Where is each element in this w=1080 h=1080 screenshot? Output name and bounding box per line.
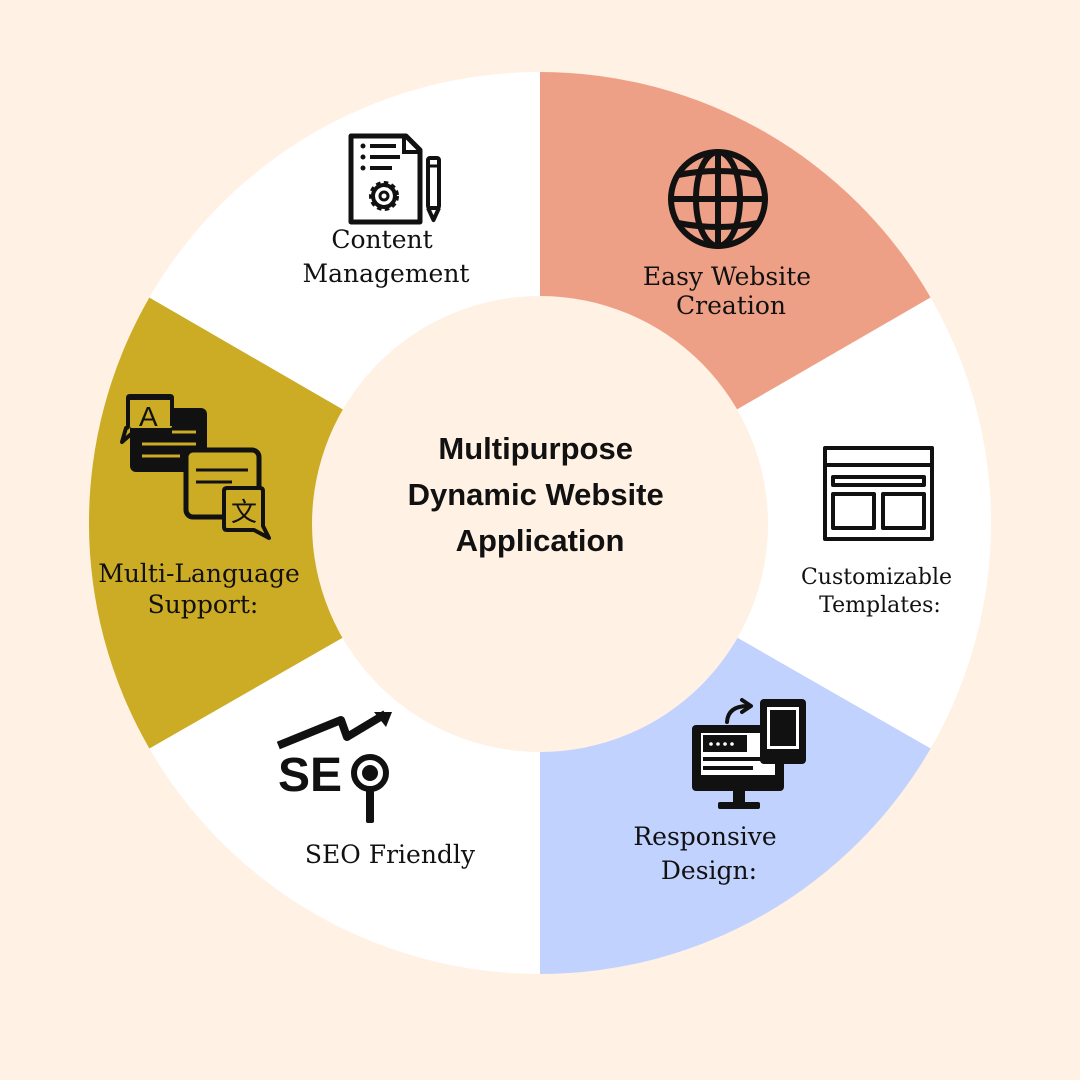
seo-icon: SE [276,710,392,823]
segment-customizable-templates [737,297,992,749]
svg-text:A: A [139,401,158,432]
svg-text:文: 文 [231,498,257,528]
template-layout-icon [823,446,934,541]
title-line-3: Application [456,523,625,558]
label-multi-language-support: Multi-Language Support: [98,559,308,619]
label-content-management: Content Management [303,225,470,288]
segment-content-management [149,72,540,410]
segment-seo-friendly [149,637,540,974]
globe-icon [668,149,768,249]
translate-icon: A A 文 [120,394,271,540]
responsive-devices-icon [692,698,806,809]
label-responsive-design: Responsive Design: [633,822,784,885]
label-seo-friendly: SEO Friendly [305,840,476,869]
title-line-1: Multipurpose [438,431,633,466]
title-line-2: Dynamic Website [408,477,664,512]
svg-text:SE: SE [278,749,342,802]
center-hub [312,296,768,752]
label-easy-website-creation: Easy Website Creation [643,262,819,320]
center-title: Multipurpose Dynamic Website Application [408,431,673,558]
label-customizable-templates: Customizable Templates: [801,565,959,618]
content-management-icon [348,133,441,225]
